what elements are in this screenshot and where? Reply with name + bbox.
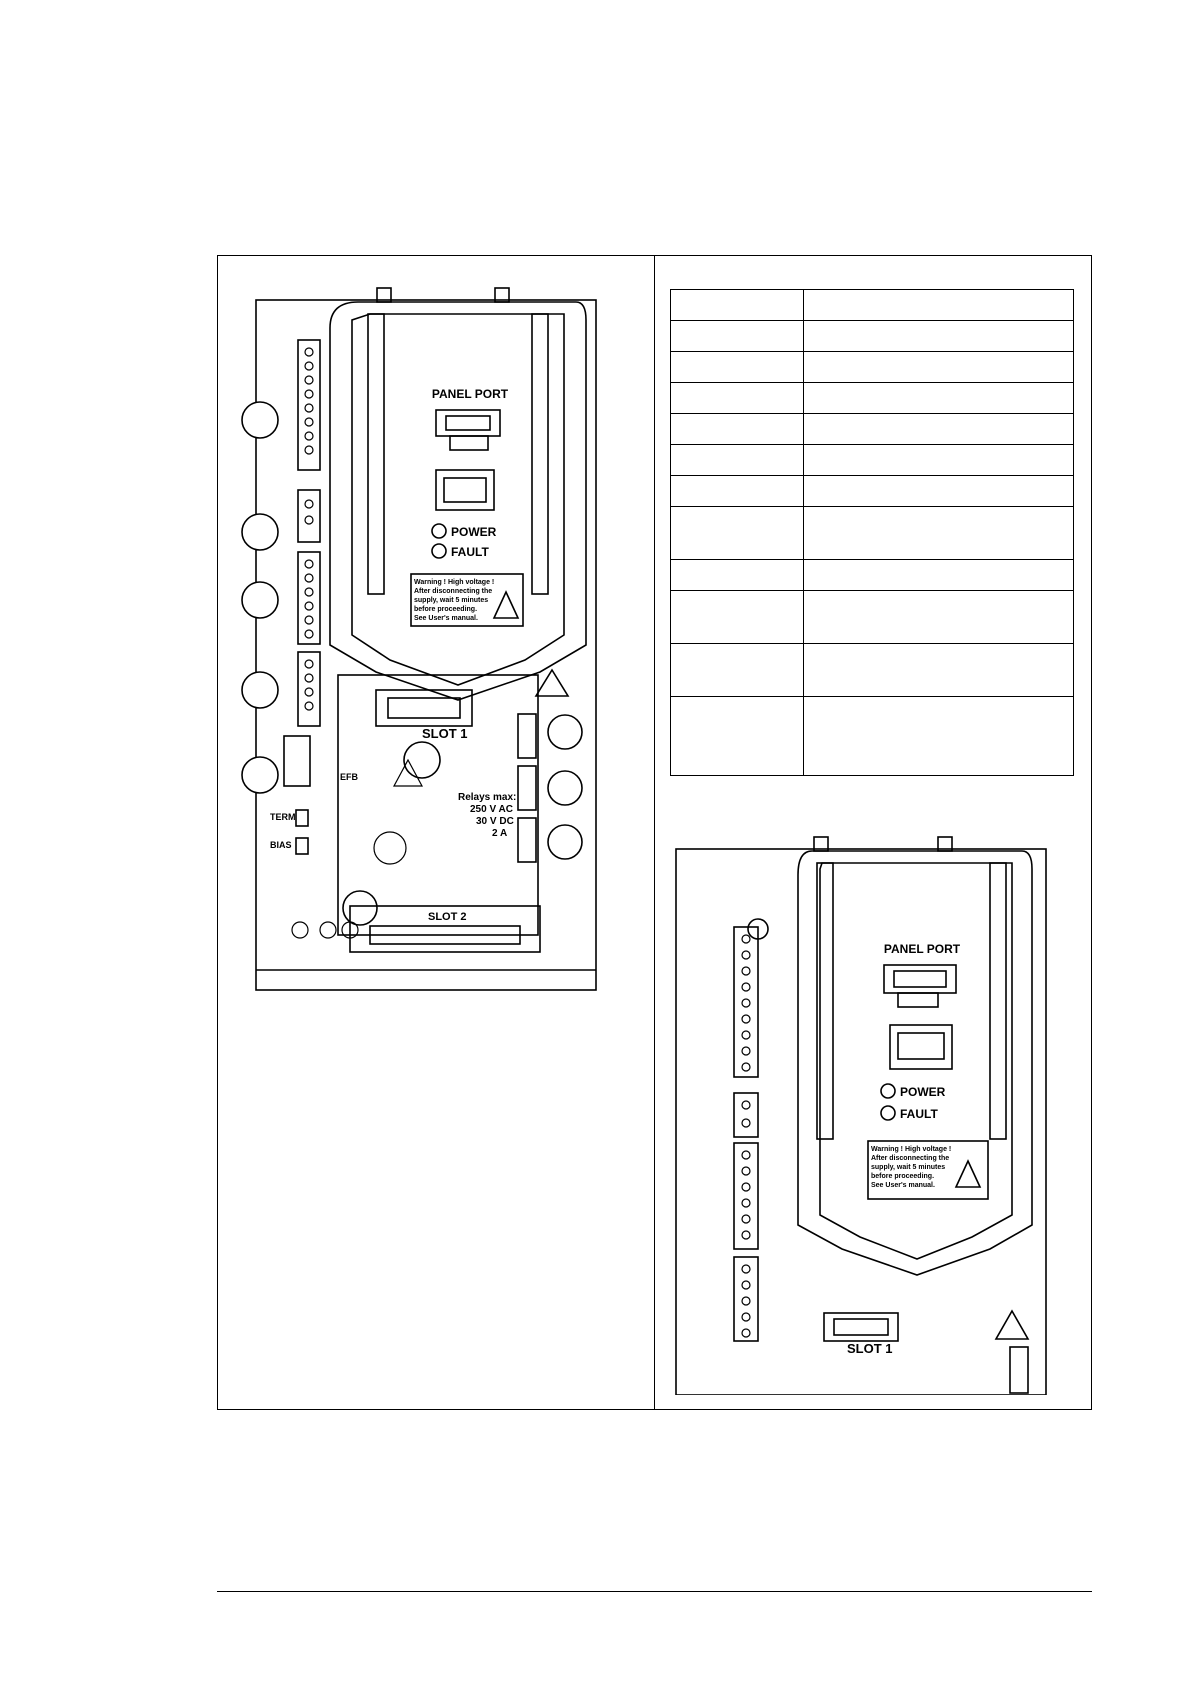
table-row — [670, 475, 1074, 507]
power-led — [431, 523, 447, 539]
warning-triangle-icon — [954, 1159, 982, 1188]
warning-triangle-icon — [534, 668, 570, 697]
panel-port-label: PANEL PORT — [884, 942, 961, 956]
high-voltage-warning-label: Warning ! High voltage ! After disconnec… — [867, 1140, 989, 1200]
svg-text:Relays max: 250 V AC 3: Relays max: 250 V AC 30 V DC 2 A — [458, 792, 519, 839]
table-row — [670, 351, 1074, 383]
dip-switch-label: TERM — [270, 812, 296, 822]
callout-circle — [547, 770, 583, 806]
fault-led — [431, 543, 447, 559]
power-label: POWER — [451, 525, 497, 539]
table-row — [670, 506, 1074, 560]
slot1-label: SLOT 1 — [847, 1341, 893, 1356]
table-row — [670, 444, 1074, 476]
footer-rule — [217, 1591, 1092, 1592]
table-row — [670, 559, 1074, 591]
table-row — [670, 413, 1074, 445]
control-board-drawing: PANEL PORT POWER FAULT Warning ! High vo… — [240, 280, 620, 1000]
table-row — [670, 320, 1074, 352]
dip-switch-label: BIAS — [270, 840, 292, 850]
high-voltage-warning-label: Warning ! High voltage ! After disconnec… — [410, 573, 524, 627]
callout-circle — [241, 671, 279, 709]
power-label: POWER — [900, 1085, 946, 1099]
callout-circle — [342, 890, 378, 926]
figure-divider — [654, 255, 655, 1410]
callout-circle — [241, 513, 279, 551]
efb-label: EFB — [340, 772, 359, 782]
relay-rating-line: 30 V DC — [476, 816, 514, 827]
slot1-label: SLOT 1 — [422, 726, 468, 741]
svg-text:Warning ! High voltage !: Warning ! High voltage ! After disconnec… — [871, 1146, 953, 1189]
panel-port-label: PANEL PORT — [432, 387, 509, 401]
warning-triangle-icon — [994, 1309, 1030, 1340]
warning-triangle-icon — [392, 758, 424, 787]
fault-led — [880, 1105, 896, 1121]
svg-text:Warning ! High voltage !: Warning ! High voltage ! After disconnec… — [414, 579, 496, 622]
table-row — [670, 696, 1074, 776]
callout-circle — [403, 741, 441, 779]
ground-icon — [373, 831, 407, 865]
table-row — [670, 590, 1074, 644]
callout-circle — [241, 756, 279, 794]
fault-label: FAULT — [900, 1107, 938, 1121]
callout-circle — [547, 714, 583, 750]
slot2-label: SLOT 2 — [428, 911, 467, 923]
table-row — [670, 643, 1074, 697]
relay-rating-line: 2 A — [492, 828, 507, 839]
table-row — [670, 289, 1074, 321]
legend-table — [670, 289, 1074, 776]
relay-rating-line: 250 V AC — [470, 804, 513, 815]
callout-circle — [547, 824, 583, 860]
callout-circle — [241, 401, 279, 439]
control-board-detail-drawing: PANEL PORT POWER FAULT Warning ! High vo… — [672, 835, 1052, 1395]
warning-triangle-icon — [492, 590, 520, 619]
power-led — [880, 1083, 896, 1099]
callout-circle — [241, 581, 279, 619]
fault-label: FAULT — [451, 545, 489, 559]
relay-rating-line: Relays max: — [458, 792, 516, 803]
table-row — [670, 382, 1074, 414]
